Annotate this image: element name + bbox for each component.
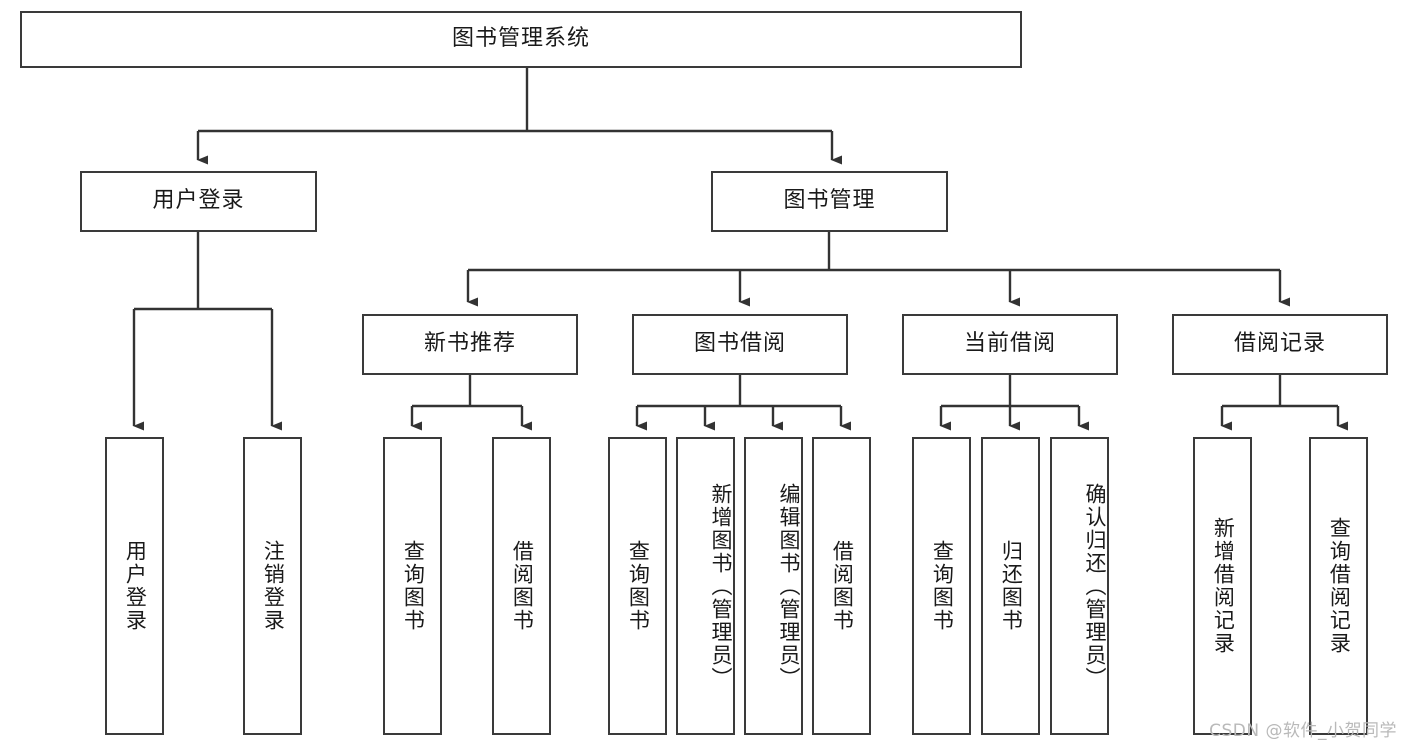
node-leaf-user-login[interactable]: 用户登录 [105,437,164,735]
node-leaf-query-book-borrow[interactable]: 查询图书 [608,437,667,735]
node-leaf-query-record-label: 查询借阅记录 [1327,517,1352,655]
node-leaf-logout[interactable]: 注销登录 [243,437,302,735]
node-current-borrow-label: 当前借阅 [963,331,1056,357]
node-leaf-edit-book-label: 编辑图书（管理员） [777,482,801,690]
node-leaf-user-login-label: 用户登录 [123,540,148,632]
node-leaf-add-record[interactable]: 新增借阅记录 [1193,437,1252,735]
node-leaf-query-book-recommend-label: 查询图书 [401,540,426,632]
node-leaf-add-record-label: 新增借阅记录 [1211,517,1236,655]
node-leaf-logout-label: 注销登录 [261,540,286,632]
node-leaf-borrow-book-recommend[interactable]: 借阅图书 [492,437,551,735]
node-book-borrow[interactable]: 图书借阅 [632,314,848,375]
node-user-login[interactable]: 用户登录 [80,171,317,232]
node-leaf-borrow-book[interactable]: 借阅图书 [812,437,871,735]
node-leaf-borrow-book-label: 借阅图书 [830,540,855,632]
node-book-manage[interactable]: 图书管理 [711,171,948,232]
node-leaf-add-book-label: 新增图书（管理员） [709,482,733,690]
node-leaf-return-book-label: 归还图书 [999,540,1024,632]
node-root[interactable]: 图书管理系统 [20,11,1022,68]
node-leaf-query-book-borrow-label: 查询图书 [626,540,651,632]
node-leaf-add-book[interactable]: 新增图书（管理员） [676,437,735,735]
node-book-borrow-label: 图书借阅 [693,331,786,357]
node-leaf-query-record[interactable]: 查询借阅记录 [1309,437,1368,735]
node-new-book-recommend-label: 新书推荐 [423,331,516,357]
csdn-watermark: CSDN @软件_小贺同学 [1209,721,1397,741]
node-borrow-record-label: 借阅记录 [1233,331,1326,357]
node-current-borrow[interactable]: 当前借阅 [902,314,1118,375]
node-leaf-query-book-current[interactable]: 查询图书 [912,437,971,735]
node-leaf-query-book-current-label: 查询图书 [930,540,955,632]
node-borrow-record[interactable]: 借阅记录 [1172,314,1388,375]
node-user-login-label: 用户登录 [152,188,245,214]
node-leaf-query-book-recommend[interactable]: 查询图书 [383,437,442,735]
node-new-book-recommend[interactable]: 新书推荐 [362,314,578,375]
node-leaf-edit-book[interactable]: 编辑图书（管理员） [744,437,803,735]
node-leaf-confirm-return[interactable]: 确认归还（管理员） [1050,437,1109,735]
node-root-label: 图书管理系统 [451,26,590,52]
node-leaf-confirm-return-label: 确认归还（管理员） [1083,482,1107,690]
node-leaf-return-book[interactable]: 归还图书 [981,437,1040,735]
node-book-manage-label: 图书管理 [783,188,876,214]
node-leaf-borrow-book-recommend-label: 借阅图书 [510,540,535,632]
